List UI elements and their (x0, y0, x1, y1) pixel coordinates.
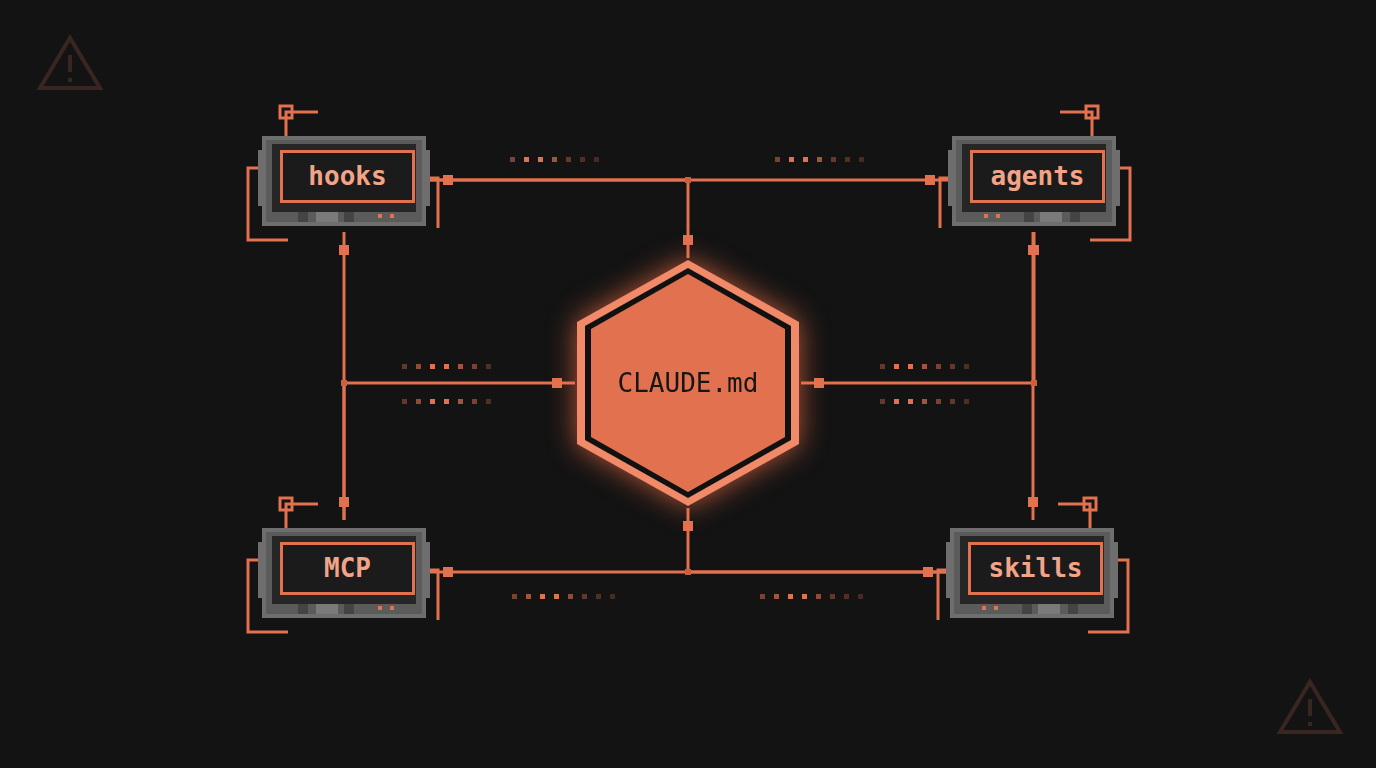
warning-symbol (1280, 682, 1340, 732)
component-box: hooks (258, 128, 430, 232)
terminal-square (1028, 245, 1038, 255)
junction (685, 569, 691, 575)
junction (685, 177, 691, 183)
terminal-square (339, 497, 349, 507)
component-box: MCP (258, 520, 430, 624)
connector (430, 180, 688, 258)
terminal-square (923, 567, 933, 577)
node-label: skills (968, 542, 1103, 595)
terminal-square (683, 235, 693, 245)
signal-dots (402, 157, 969, 599)
terminal-square (923, 567, 933, 577)
component-box: agents (948, 128, 1120, 232)
node-label: MCP (280, 542, 415, 595)
terminal-square (1028, 497, 1038, 507)
connector (344, 383, 575, 520)
terminal-square (1029, 245, 1039, 255)
terminal-square (443, 175, 453, 185)
terminal-square (925, 175, 935, 185)
node-label: hooks (280, 150, 415, 203)
terminal-square (443, 567, 453, 577)
terminal-square (552, 378, 562, 388)
connector (688, 508, 946, 572)
junction (341, 380, 347, 386)
node-label: CLAUDE.md (585, 258, 791, 508)
terminal-square (443, 175, 453, 185)
terminal-square (683, 521, 693, 531)
hexagon-node: CLAUDE.md (575, 258, 801, 508)
warning-symbol (40, 38, 100, 88)
connector (801, 232, 1034, 383)
component-box: skills (946, 520, 1118, 624)
terminal-square (814, 378, 824, 388)
junction (1031, 380, 1037, 386)
node-label: agents (970, 150, 1105, 203)
terminal-square (339, 245, 349, 255)
terminal-square (339, 497, 349, 507)
